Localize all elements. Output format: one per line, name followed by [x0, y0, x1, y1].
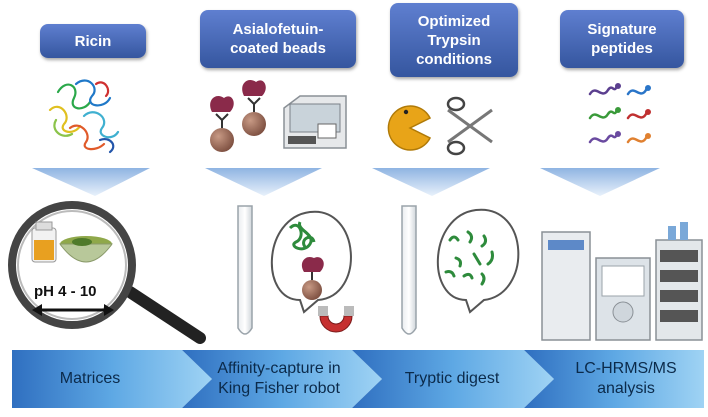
workflow-arrow-2 — [182, 350, 382, 408]
workflow-arrow-3 — [352, 350, 554, 408]
step-label-trypsin-conditions: Optimized Trypsin conditions — [390, 3, 518, 77]
funnel-1 — [32, 168, 150, 196]
funnel-3 — [372, 168, 490, 196]
ph-range-arrow-icon — [32, 304, 114, 316]
king-fisher-robot-icon — [283, 95, 347, 149]
step-label-coated-beads: Asialofetuin- coated beads — [200, 10, 356, 68]
workflow-arrow-4 — [524, 350, 704, 408]
step-label-signature-peptides: Signature peptides — [560, 10, 684, 68]
digest-bubble — [437, 208, 520, 314]
workflow-label-tryptic-digest: Tryptic digest — [404, 370, 500, 387]
trypsin-scissors-icon — [387, 96, 493, 156]
coated-beads-icon — [210, 79, 266, 152]
funnel-2 — [205, 168, 322, 196]
test-tube-icon — [237, 205, 253, 335]
sample-bottle-icon — [31, 221, 57, 263]
step-label-ricin: Ricin — [40, 24, 146, 58]
capture-bubble — [271, 210, 352, 314]
digest-tube-icon — [401, 205, 417, 335]
magnet-icon — [318, 306, 354, 333]
ricin-protein-structure-icon — [48, 79, 120, 154]
lc-ms-instrument-icon — [541, 222, 703, 341]
workflow-arrow-1 — [12, 350, 212, 408]
workflow-label-lc-hrms: LC-HRMS/MS analysis — [575, 360, 677, 397]
funnel-4 — [540, 168, 660, 196]
food-bowl-icon — [59, 236, 113, 263]
workflow-label-matrices: Matrices — [59, 370, 121, 387]
peptides-icon — [588, 83, 651, 144]
workflow-label-affinity-capture: Affinity-capture in King Fisher robot — [217, 360, 341, 397]
ph-range-label: pH 4 - 10 — [34, 283, 97, 300]
